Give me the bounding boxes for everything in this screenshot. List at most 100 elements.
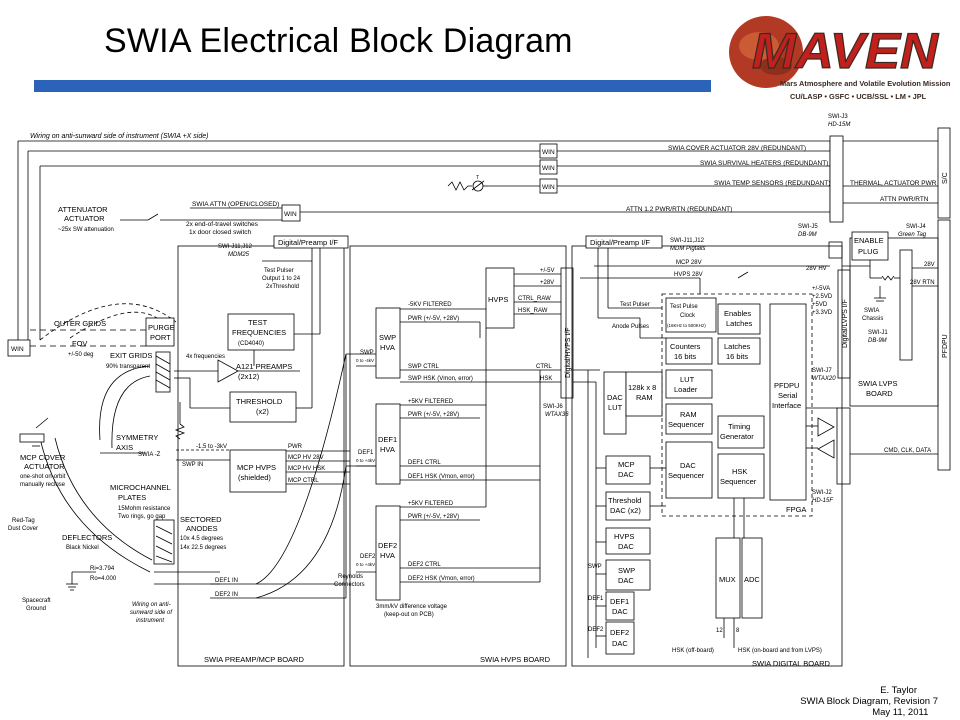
tpc-label-3: (16KHz to 500KHz)	[667, 323, 706, 328]
mcp-block	[153, 519, 175, 565]
def2-dac-label-1: DEF2	[610, 628, 629, 637]
pfdpu-if-label-1: PFDPU	[774, 381, 799, 390]
timing-label-2: Generator	[720, 432, 754, 441]
connector-j7-type: WTAX20	[812, 376, 836, 382]
def1-hva-box	[375, 403, 401, 485]
enable-plug-2: PLUG	[858, 247, 879, 256]
harness-wiring-note: Wiring on anti-sunward side of instrumen…	[30, 133, 208, 140]
hvps28-label: HVPS 28V	[674, 272, 703, 278]
test-pulser-3: 2xThreshold	[266, 284, 299, 290]
digital-if-box	[585, 235, 663, 249]
cover-actuator-line-label: SWIA COVER ACTUATOR 28V (REDUNDANT)	[668, 145, 806, 152]
mcp-hvps-label-1: MCP HVPS	[237, 463, 276, 472]
logo-partners: CU/LASP • GSFC • UCB/SSL • LM • JPL	[790, 92, 927, 101]
mcp-dac-label-2: DAC	[618, 470, 634, 479]
pwr-def1-label: PWR (+/-5V, +28V)	[408, 412, 459, 418]
def1-in-label: DEF1 IN	[215, 578, 238, 584]
cover-title-1: MCP COVER	[20, 453, 66, 462]
title-rule	[34, 80, 711, 92]
counters-box	[665, 337, 713, 365]
def1-hsk-label: DEF1 HSK (Vmon, error)	[408, 474, 475, 480]
connector-j4-name: SWI-J4	[906, 224, 926, 230]
harness-wires	[17, 140, 940, 340]
purge-port-box	[145, 317, 175, 347]
outer-grids-label: OUTER GRIDS	[54, 319, 106, 328]
hvps-plus5v: +/-5V	[540, 268, 555, 274]
a121-label-1: A121 PREAMPS	[236, 362, 292, 371]
deflectors-title-2: Black Nickel	[66, 545, 99, 551]
slide-title: SWIA Electrical Block Diagram	[104, 22, 573, 60]
win-box-5	[7, 339, 31, 357]
symmetry-label-2: AXIS	[116, 443, 133, 452]
win-label-4: WIN	[284, 211, 297, 218]
hvps-note-1: 3mm/kV difference voltage	[376, 604, 448, 610]
digital-board-label: SWIA DIGITAL BOARD	[752, 659, 831, 668]
lvps-board-outline	[849, 237, 939, 407]
logo-subtitle: Mars Atmosphere and Volatile Evolution M…	[780, 79, 950, 88]
enables-box	[717, 303, 761, 335]
attn-line-label: SWIA ATTN (OPEN/CLOSED)	[192, 201, 279, 208]
mcp-cover-actuator-icon	[19, 417, 49, 443]
digital-lvps-if-label: Digital/LVPS I/F	[842, 299, 849, 348]
ctrl-label: CTRL	[536, 364, 552, 370]
reynolds-2: Connectors	[334, 582, 365, 588]
lut-label-1: LUT	[680, 375, 695, 384]
neg5kv-label: -5KV FILTERED	[408, 302, 452, 308]
ram-seq-label-2: Sequencer	[668, 420, 705, 429]
lvps-board-1: SWIA LVPS	[858, 379, 897, 388]
def1-range-label: 0 to +4kV	[356, 458, 375, 463]
def2-ctrl-label: DEF2 CTRL	[408, 562, 441, 568]
timing-label-1: Timing	[728, 422, 750, 431]
swp-hva-2: HVA	[380, 343, 395, 352]
mcp-hv-label: MCP HV 28V	[288, 455, 324, 461]
lut-label-2: Loader	[674, 385, 698, 394]
survival-heaters-line-label: SWIA SURVIVAL HEATERS (REDUNDANT)	[700, 160, 828, 167]
attenuator-note: ~25x SW attenuation	[58, 227, 114, 233]
driver-icon-1	[817, 417, 835, 437]
cover-title-2: ACTUATOR	[24, 462, 65, 471]
attenuator-switch-icon	[120, 213, 190, 221]
swp-hsk-label: SWP HSK (Vmon, error)	[408, 376, 473, 382]
latches-label-1: Latches	[724, 342, 751, 351]
win-box-2	[539, 159, 558, 175]
hsk-seq-label-2: Sequencer	[720, 477, 757, 486]
connector-j1-type: DB-9M	[868, 338, 887, 344]
win-boxes	[7, 143, 558, 357]
ram-seq-label-1: RAM	[680, 410, 697, 419]
tpc-box	[665, 297, 717, 333]
mcp-title-2: PLATES	[118, 493, 146, 502]
swp-range-label: 0 to -4kV	[356, 358, 374, 363]
title-rule-bar	[34, 80, 711, 92]
anodes-spec-2: 14x 22.5 degrees	[180, 545, 226, 551]
swia-z-label: SWIA -Z	[138, 452, 161, 458]
fov-label: FOV	[72, 339, 87, 348]
hvps-dac-label-2: DAC	[618, 542, 634, 551]
wiring-note-2: sunward side of	[130, 610, 173, 616]
attn-pwr-rtn-label: ATTN PWR/RTN	[880, 196, 929, 203]
logo-wordmark: MAVEN	[752, 23, 939, 79]
mcp-dac-box	[605, 455, 651, 485]
hvps-plus28v: +28V	[540, 280, 554, 286]
connector-j5	[828, 241, 843, 259]
red-tag-1: Red-Tag	[12, 518, 35, 524]
connector-j11-a-type: MDM25	[228, 252, 250, 258]
threshold-label-1: THRESHOLD	[236, 397, 283, 406]
preamp-board-label: SWIA PREAMP/MCP BOARD	[204, 655, 304, 664]
digital-board	[571, 235, 843, 667]
line-drivers	[817, 417, 835, 459]
connector-j4-type: Green Tag	[898, 232, 927, 238]
attenuator-title-1: ATTENUATOR	[58, 205, 108, 214]
pfdpu-label: PFDPU	[942, 334, 949, 358]
connector-j2-type: HD-15F	[812, 498, 833, 504]
win-box-1	[539, 143, 558, 159]
def2-out-label: DEF2	[360, 554, 376, 560]
lvps-33vd: +3.3VD	[812, 310, 833, 316]
connector-j3	[829, 135, 844, 223]
reynolds-1: Reynolds	[338, 574, 363, 580]
swp-in-label: SWP IN	[182, 462, 203, 468]
lvps-chassis-1: SWIA	[864, 308, 879, 314]
preamp-if-label: Digital/Preamp I/F	[278, 238, 338, 247]
pwr-label: PWR	[288, 444, 303, 450]
connector-j11-b-type: MDM Pigtails	[670, 246, 705, 252]
win-label-5: WIN	[11, 346, 24, 353]
